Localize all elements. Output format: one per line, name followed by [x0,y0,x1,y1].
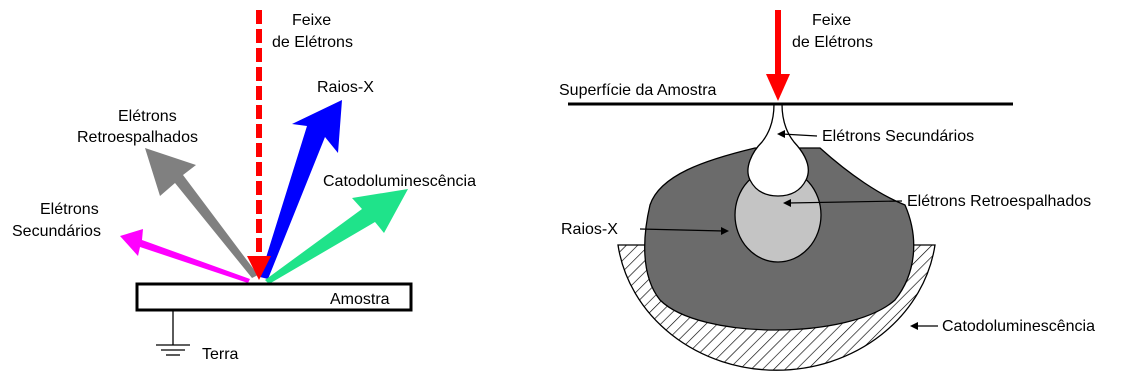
right-beam-label-2: de Elétrons [792,34,873,51]
right-diagram: Feixe de Elétrons Superfície da Amostra … [559,10,1095,371]
backscattered-pointer [787,200,903,204]
right-beam-arrowhead [766,74,790,101]
xray-pointer [639,228,725,232]
backscattered-pointer-head [783,199,791,207]
right-backscattered-label: Elétrons Retroespalhados [907,193,1091,210]
right-cathodo-label: Catodoluminescência [942,318,1095,335]
secondary-arrow [120,229,250,283]
secondary-region [747,103,809,197]
cathodo-arrow [265,189,408,284]
left-cathodo-label: Catodoluminescência [323,173,476,190]
left-beam-label-1: Feixe [292,12,331,29]
backscattered-arrow [145,148,258,278]
left-backscattered-label-1: Elétrons [118,108,177,125]
left-secondary-label-1: Elétrons [40,201,99,218]
ground-icon [156,344,190,356]
right-xray-label: Raios-X [561,221,618,238]
electron-beam-arrowhead [247,256,271,280]
cathodo-pointer-head [910,322,918,330]
left-beam-label-2: de Elétrons [272,34,353,51]
left-diagram: Feixe de Elétrons Raios-X Elétrons Retro… [12,10,476,363]
left-xray-label: Raios-X [317,79,374,96]
left-sample-label: Amostra [330,291,390,308]
secondary-pointer [781,133,818,137]
sample-box [135,282,413,312]
left-backscattered-label-2: Retroespalhados [77,129,198,146]
right-beam-label-1: Feixe [812,12,851,29]
left-secondary-label-2: Secundários [12,223,101,240]
xray-pointer-head [721,227,729,235]
secondary-pointer-head [777,130,785,138]
right-secondary-label: Elétrons Secundários [822,128,974,145]
right-surface-label: Superfície da Amostra [559,82,717,99]
xray-arrow [260,100,342,279]
left-ground-label: Terra [202,346,239,363]
